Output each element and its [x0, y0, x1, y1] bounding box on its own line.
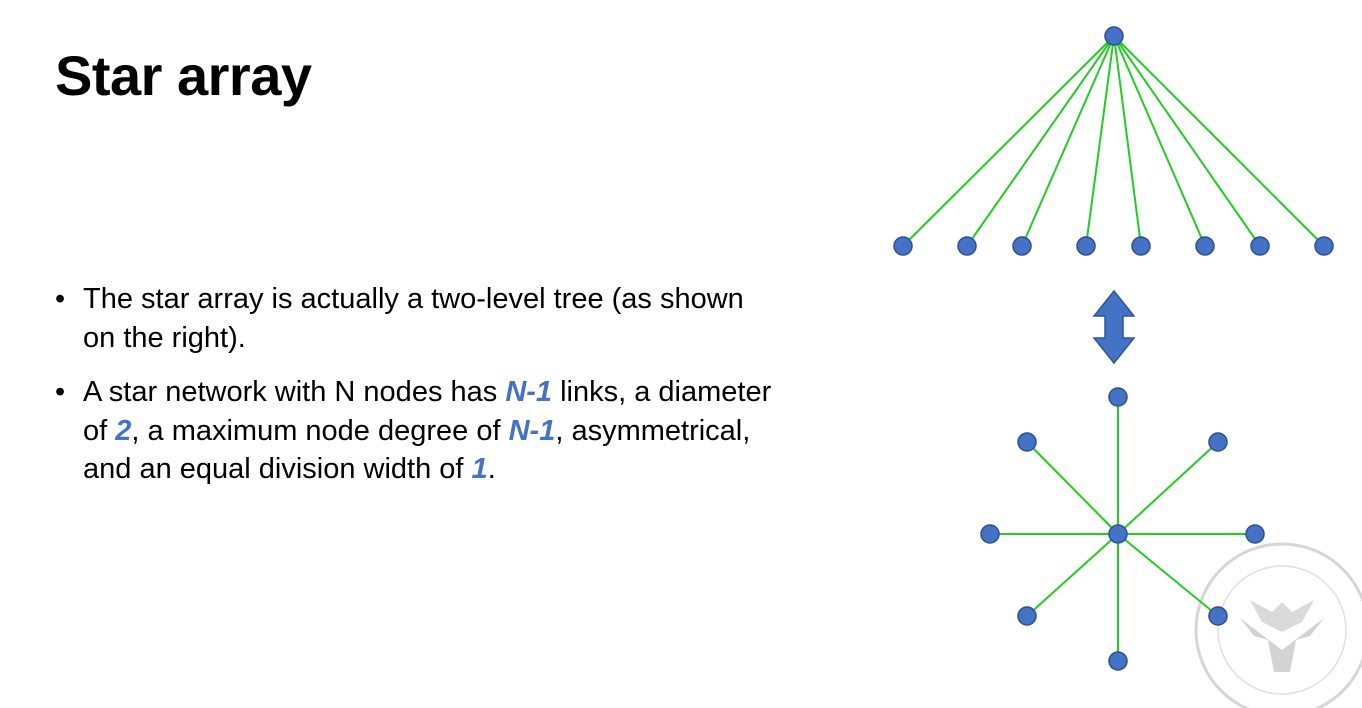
star-outer-node [1208, 606, 1228, 626]
star-outer-node [1017, 606, 1037, 626]
tree-edge [966, 35, 1115, 247]
slide-title: Star array [55, 44, 312, 107]
bullet-item-properties: • A star network with N nodes has N-1 li… [55, 373, 775, 489]
tree-leaf-node [1012, 236, 1032, 256]
bullet-text: The star array is actually a two-level t… [83, 283, 744, 354]
star-outer-node [1108, 387, 1128, 407]
star-nodes [980, 387, 1265, 671]
bullet-dot-icon: • [55, 376, 66, 408]
tree-edge [1085, 35, 1115, 247]
highlight-degree: N-1 [508, 414, 556, 447]
star-outer-node [980, 524, 1000, 544]
star-center-node [1108, 524, 1128, 544]
tree-leaf-node [1131, 236, 1151, 256]
bullet-item-tree: • The star array is actually a two-level… [55, 280, 775, 357]
text-segment: , asymmetrical, and an equal division wi… [83, 414, 751, 486]
text-segment: , a maximum node degree of [131, 414, 509, 447]
tree-leaf-node [1076, 236, 1096, 256]
star-edge [1026, 441, 1119, 535]
university-seal-logo [1194, 542, 1362, 708]
tree-edge [1113, 35, 1206, 247]
star-edges [990, 397, 1255, 661]
double-arrow-icon [1092, 289, 1136, 365]
text-segment: . [487, 453, 496, 485]
star-outer-node [1208, 432, 1228, 452]
star-outer-node [1245, 524, 1265, 544]
bullet-list: • The star array is actually a two-level… [55, 280, 775, 505]
tree-leaf-node [957, 236, 977, 256]
tree-leaf-node [1250, 236, 1270, 256]
highlight-diameter: 2 [115, 414, 132, 447]
bullet-dot-icon: • [55, 283, 66, 315]
star-edge [1117, 533, 1219, 617]
tree-root-node [1104, 26, 1124, 46]
text-segment: A star network with N nodes has [83, 376, 506, 408]
tree-edge [1113, 35, 1261, 247]
highlight-bisection: 1 [471, 453, 488, 485]
tree-edge [1021, 35, 1115, 247]
star-edge [1026, 533, 1119, 617]
text-segment: links, a diameter of [83, 376, 772, 447]
bullet-text: A star network with N nodes has N-1 link… [83, 376, 771, 485]
tree-edge [1113, 35, 1142, 247]
tree-nodes [893, 26, 1334, 256]
star-edge [1117, 441, 1219, 535]
highlight-links: N-1 [505, 376, 553, 408]
tree-edge [1113, 35, 1325, 247]
tree-leaf-node [1314, 236, 1334, 256]
star-outer-node [1017, 432, 1037, 452]
tree-leaf-node [1195, 236, 1215, 256]
tree-edge [902, 35, 1115, 247]
tree-leaf-node [893, 236, 913, 256]
tree-edges [902, 35, 1325, 247]
star-outer-node [1108, 651, 1128, 671]
